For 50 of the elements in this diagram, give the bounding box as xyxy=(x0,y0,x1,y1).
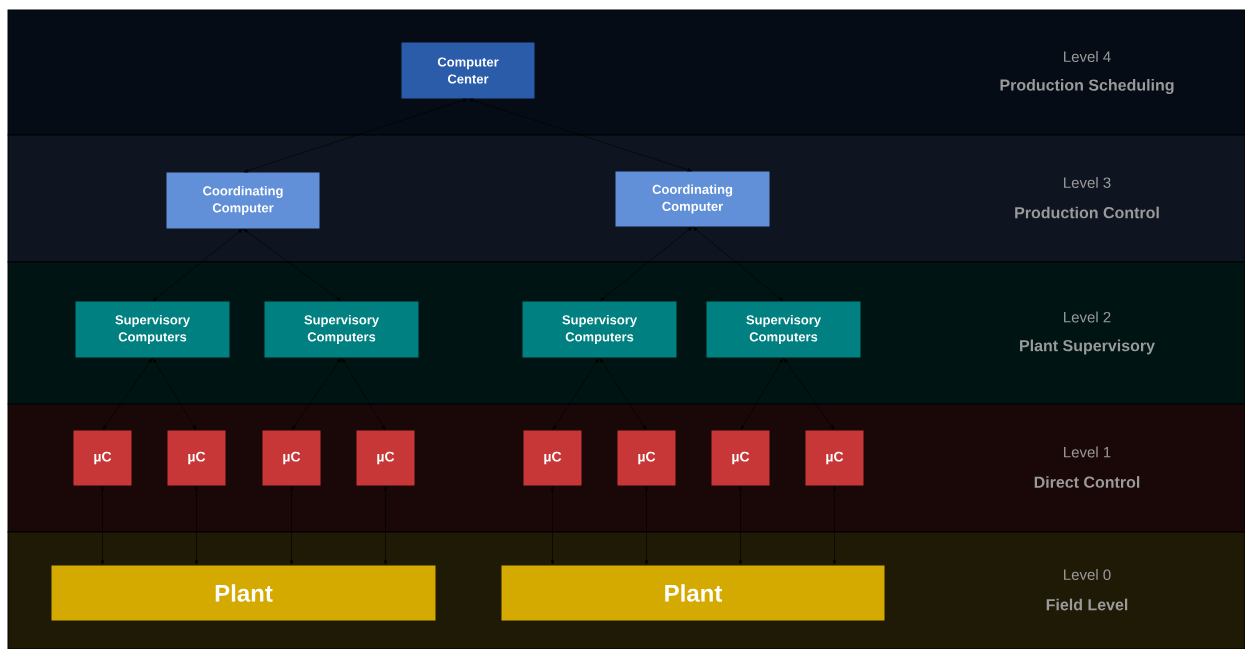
arrow xyxy=(243,98,468,173)
arrow xyxy=(692,227,784,301)
plant-box: Plant xyxy=(51,565,436,621)
arrow xyxy=(468,98,692,172)
microcontroller-box: µC xyxy=(262,430,321,486)
plant-box: Plant xyxy=(501,565,885,621)
microcontroller-box: µC xyxy=(356,430,415,486)
level-number: Level 3 xyxy=(1064,177,1111,188)
computer-box: Supervisory Computers xyxy=(706,301,861,358)
arrow xyxy=(341,358,386,430)
microcontroller-box: µC xyxy=(711,430,770,486)
arrow xyxy=(291,358,342,430)
arrow xyxy=(644,486,649,565)
level-name: Production Control xyxy=(1015,206,1159,219)
microcontroller-box: µC xyxy=(73,430,132,486)
arrow xyxy=(599,358,647,430)
arrow xyxy=(550,486,555,565)
arrow xyxy=(383,486,388,565)
level-band xyxy=(7,9,1245,136)
arrow xyxy=(599,227,693,301)
level-number: Level 2 xyxy=(1064,311,1111,323)
arrow xyxy=(552,358,600,430)
arrow xyxy=(102,358,153,430)
microcontroller-box: µC xyxy=(523,430,582,486)
computer-box: Coordinating Computer xyxy=(166,172,320,229)
arrow xyxy=(783,358,835,430)
microcontroller-box: µC xyxy=(805,430,864,486)
arrow xyxy=(152,358,197,430)
level-number: Level 4 xyxy=(1064,51,1111,62)
arrow xyxy=(100,486,105,565)
computer-box: Coordinating Computer xyxy=(615,171,770,227)
computer-box: Supervisory Computers xyxy=(522,301,677,358)
level-number: Level 0 xyxy=(1064,569,1111,580)
level-name: Plant Supervisory xyxy=(1020,339,1155,355)
microcontroller-box: µC xyxy=(617,430,676,486)
arrow xyxy=(289,486,294,565)
arrow xyxy=(194,486,199,565)
arrow xyxy=(832,486,837,565)
computer-box: Supervisory Computers xyxy=(75,301,230,358)
computer-box: Supervisory Computers xyxy=(264,301,419,358)
arrow xyxy=(243,228,342,302)
arrow xyxy=(738,486,743,565)
level-name: Production Scheduling xyxy=(1000,79,1174,94)
level-name: Direct Control xyxy=(1034,476,1140,488)
level-name: Field Level xyxy=(1046,598,1128,611)
microcontroller-box: µC xyxy=(167,430,226,486)
computer-box: Computer Center xyxy=(401,42,535,99)
level-number: Level 1 xyxy=(1064,446,1111,458)
arrow xyxy=(152,229,243,301)
arrow xyxy=(740,358,784,430)
